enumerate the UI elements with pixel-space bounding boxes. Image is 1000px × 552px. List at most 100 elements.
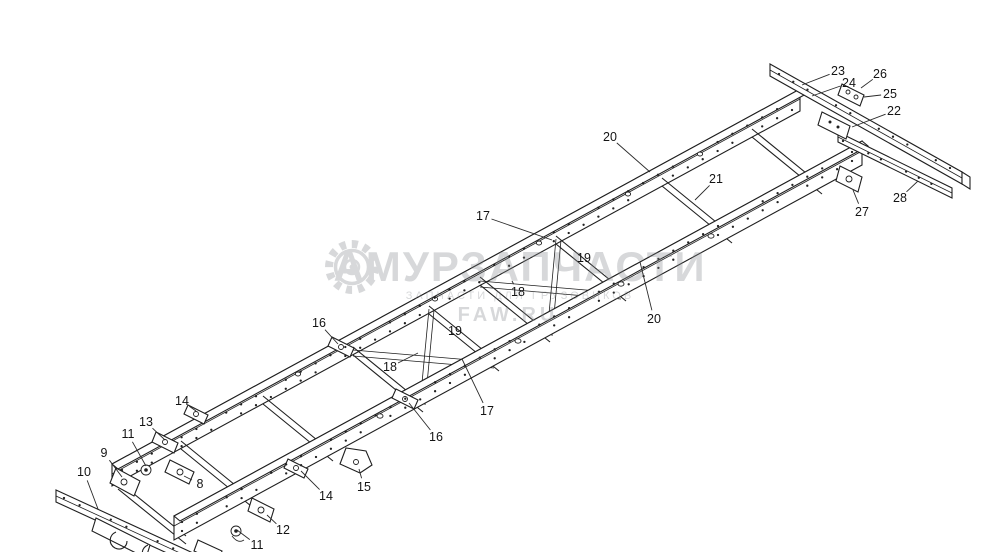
rivet-dot bbox=[523, 340, 526, 344]
rivet-dot bbox=[448, 381, 452, 385]
watermark-subtitle: ЗАПЧАСТИ ДЛЯ ГРУЗОВИКОВ bbox=[406, 290, 634, 302]
callout-leader-line bbox=[906, 180, 919, 193]
callout-label: 8 bbox=[197, 477, 204, 491]
rivet-dot bbox=[359, 346, 362, 349]
callout-label: 21 bbox=[709, 172, 723, 186]
rivet-dot bbox=[150, 461, 153, 464]
rivet-dot bbox=[850, 150, 854, 154]
front-bumper bbox=[55, 489, 223, 552]
callout-10: 10 bbox=[77, 465, 99, 510]
far-rail bbox=[111, 88, 807, 487]
callout-17: 17 bbox=[476, 209, 553, 241]
callout-12: 12 bbox=[266, 514, 290, 537]
rivet-dot bbox=[761, 209, 764, 212]
rivet-dot bbox=[776, 191, 779, 195]
rivet-dot bbox=[641, 181, 645, 185]
tow-hook-11-a bbox=[140, 464, 152, 476]
rivet-dot bbox=[419, 398, 422, 401]
rear-crossmember-bar bbox=[769, 63, 971, 190]
rivet-dot bbox=[329, 354, 332, 357]
rivet-dot bbox=[538, 323, 541, 326]
tow-hook-11-b bbox=[230, 525, 245, 542]
callout-19: 19 bbox=[577, 251, 591, 265]
callout-label: 14 bbox=[175, 394, 189, 408]
rivet-dot bbox=[404, 397, 407, 400]
callout-leader-line bbox=[236, 529, 251, 540]
callout-25: 25 bbox=[863, 87, 897, 101]
rivet-dot bbox=[731, 225, 735, 228]
callout-23: 23 bbox=[801, 64, 845, 86]
rivet-dot bbox=[917, 176, 920, 179]
rivet-dot bbox=[418, 304, 421, 308]
rivet-dot bbox=[314, 371, 317, 374]
rivet-dot bbox=[934, 159, 937, 162]
callout-label: 17 bbox=[476, 209, 490, 223]
rear-lower-bar bbox=[837, 131, 953, 199]
callout-16: 16 bbox=[408, 402, 443, 444]
rivet-dot bbox=[344, 354, 347, 358]
rivet-dot bbox=[776, 200, 779, 204]
part-callouts: 2324262522202128271719182016191814171311… bbox=[77, 64, 919, 552]
rivet-dot bbox=[553, 324, 556, 327]
rivet-dot bbox=[656, 173, 660, 176]
bracket-15 bbox=[339, 447, 373, 474]
callout-label: 10 bbox=[77, 465, 91, 479]
callout-22: 22 bbox=[851, 104, 901, 128]
callout-15: 15 bbox=[357, 468, 371, 494]
callout-label: 18 bbox=[511, 285, 525, 299]
rivet-dot bbox=[180, 529, 184, 533]
callout-leader-line bbox=[86, 480, 99, 510]
callout-leader-line bbox=[152, 427, 166, 441]
callout-label: 15 bbox=[357, 480, 371, 494]
rivet-dot bbox=[284, 387, 287, 390]
callout-leader-line bbox=[639, 261, 653, 311]
rivet-dot bbox=[195, 436, 198, 440]
rivet-dot bbox=[239, 403, 243, 406]
rivet-dot bbox=[642, 265, 645, 269]
callout-17: 17 bbox=[461, 358, 494, 418]
rivet-dot bbox=[761, 200, 764, 203]
rivet-dot bbox=[270, 471, 273, 474]
rivet-dot bbox=[314, 362, 317, 365]
callout-18: 18 bbox=[511, 280, 525, 299]
bracket-22 bbox=[817, 111, 851, 140]
rivet-dot bbox=[672, 249, 675, 252]
callout-18: 18 bbox=[383, 352, 419, 374]
rivet-dot bbox=[389, 414, 392, 418]
rivet-dot bbox=[433, 390, 437, 393]
bracket-16-far bbox=[327, 336, 355, 358]
rivet-dot bbox=[240, 496, 243, 500]
rivet-dot bbox=[195, 427, 198, 431]
rivet-dot bbox=[775, 117, 779, 120]
callout-leader-line bbox=[616, 142, 651, 173]
rivet-dot bbox=[418, 313, 421, 317]
callout-leader-line bbox=[852, 189, 860, 204]
watermark-site: FAW.RU bbox=[458, 304, 559, 326]
callout-leader-line bbox=[300, 470, 320, 490]
rivet-dot bbox=[150, 452, 153, 455]
rivet-dot bbox=[172, 547, 175, 550]
rivet-dot bbox=[791, 183, 794, 187]
callout-19: 19 bbox=[448, 324, 462, 338]
callout-leader-line bbox=[491, 218, 553, 241]
rivet-dot bbox=[433, 381, 437, 384]
rivet-dot bbox=[731, 141, 734, 144]
rivet-dot bbox=[582, 223, 585, 226]
rivet-dot bbox=[255, 488, 258, 492]
rivet-dot bbox=[403, 322, 407, 325]
rivet-dot bbox=[478, 281, 481, 284]
rivet-dot bbox=[109, 518, 112, 521]
rivet-dot bbox=[850, 159, 854, 163]
rivet-dot bbox=[448, 297, 451, 300]
callout-21: 21 bbox=[694, 172, 723, 201]
callout-14: 14 bbox=[175, 394, 197, 412]
rivet-dot bbox=[731, 132, 734, 135]
callout-label: 14 bbox=[319, 489, 333, 503]
rivet-dot bbox=[463, 373, 467, 376]
callout-label: 17 bbox=[480, 404, 494, 418]
rivet-dot bbox=[671, 165, 675, 168]
rivet-dot bbox=[821, 167, 824, 170]
rivet-dot bbox=[508, 348, 511, 352]
rivet-dot bbox=[285, 463, 288, 466]
rivet-dot bbox=[657, 266, 660, 270]
